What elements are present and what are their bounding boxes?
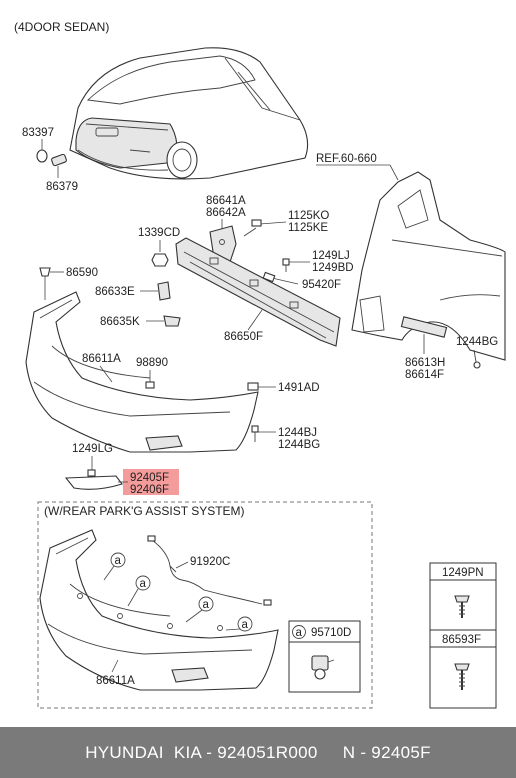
86593F-screw-icon [454,663,470,690]
callout-1249LJ: 1249LJ [312,250,350,262]
1249LG-screw [87,469,96,477]
1249LJ-bolt [282,258,310,272]
1249PN-screw-icon [454,595,470,618]
ref-label: REF.60-660 [316,153,377,165]
sedan-rear-illustration [69,47,309,180]
sensor-marker-3-label: a [203,599,210,611]
1244BJ-screw [251,425,276,442]
callout-86614F: 86614F [405,369,444,381]
91920C-wiring-harness [147,535,272,606]
1491AD-clip [247,382,259,391]
callout-1244BG-low: 1244BG [278,439,320,451]
86635K-bracket [163,315,181,327]
callout-98890: 98890 [136,357,168,369]
98890-reflector-clip [145,381,155,389]
callout-86650F: 86650F [224,331,263,343]
legend-marker-label: a [296,627,303,639]
86590-clip [39,267,51,300]
86613H-part [400,316,448,338]
sensor-marker-4-label: a [242,619,249,631]
park-assist-bumper-cover [39,529,279,691]
callout-86611A: 86611A [96,675,135,687]
park-assist-title: (W/REAR PARK'G ASSIST SYSTEM) [44,504,245,518]
95420F-sensor [262,271,299,285]
callout-86611A-top: 86611A [82,353,121,365]
sensor-marker-4: a [225,616,253,632]
callout-1249LG: 1249LG [72,443,113,455]
1244BG-bolt-right [473,349,481,369]
callout-1125KE: 1125KE [288,222,328,234]
callout-86379: 86379 [46,181,78,193]
callout-86633E: 86633E [95,286,135,298]
callout-86642A: 86642A [206,207,246,219]
callout-86613H: 86613H [405,357,445,369]
callout-1244BJ: 1244BJ [278,427,317,439]
sensor-marker-2-label: a [140,578,147,590]
fastener-86593F-label: 86593F [442,634,481,646]
callout-86641A: 86641A [206,195,246,207]
callout-1244BG-right: 1244BG [456,336,498,348]
legend-part-number: 95710D [311,627,351,639]
callout-86590: 86590 [66,267,98,279]
variant-title: (4DOOR SEDAN) [14,20,109,34]
callout-1339CD: 1339CD [138,227,180,239]
1339CD-nut [151,253,169,267]
footer-bar: HYUNDAI KIA - 924051R000 N - 92405F [0,727,516,778]
park-assist-section-frame [37,501,373,709]
callout-83397: 83397 [22,127,54,139]
83397-part [36,149,48,163]
sensor-marker-3: a [185,596,214,623]
95710D-sensor-icon [311,655,335,680]
sensor-marker-1-label: a [115,555,122,567]
callout-1249BD: 1249BD [312,262,354,274]
92405F-reflector [64,475,123,490]
callout-91920C: 91920C [190,556,230,568]
1125KO-screw [243,219,287,237]
sensor-marker-2: a [127,575,151,607]
callout-92405F: 92405F [130,472,169,484]
86611A-bumper-cover [25,291,259,453]
86379-part [51,153,67,167]
callout-1491AD: 1491AD [278,382,320,394]
sensor-marker-1: a [103,552,126,581]
callout-1125KO: 1125KO [288,210,329,222]
callout-95420F: 95420F [302,279,341,291]
highlight-box [123,469,179,495]
callout-86635K: 86635K [100,316,140,328]
86650F-beam [175,237,341,347]
footer-part-numbers: HYUNDAI KIA - 924051R000 N - 92405F [85,742,431,762]
callout-92406F: 92406F [130,484,169,496]
86633E-bracket [157,281,171,301]
fastener-1249PN-label: 1249PN [442,567,484,579]
